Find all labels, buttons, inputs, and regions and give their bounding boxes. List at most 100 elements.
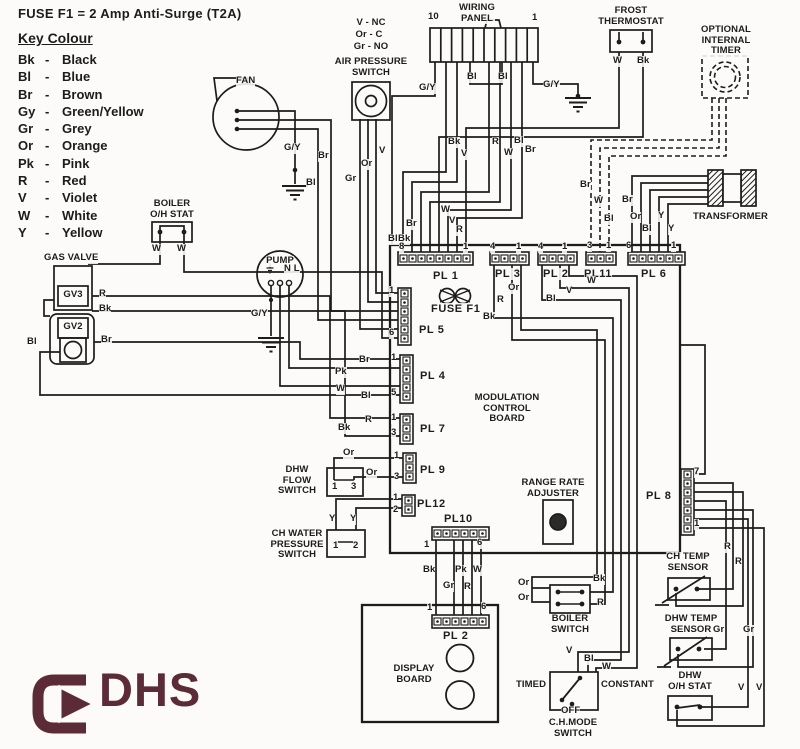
colour-key-entry: W-White xyxy=(18,207,98,223)
connector-pl3 xyxy=(489,251,530,266)
tm-bl-label: Bl xyxy=(604,213,614,225)
aps-v-label: V xyxy=(379,145,386,157)
component-outlines xyxy=(43,19,757,721)
w-pl4pk-label: Pk xyxy=(335,366,347,378)
bs-bk-label: Bk xyxy=(593,573,606,585)
pl7-n1-label: 1 xyxy=(391,412,397,424)
bs-r-label: R xyxy=(597,597,604,609)
bo-name-label: BOILER O/H STAT xyxy=(150,198,194,221)
w-pl3or-label: Or xyxy=(508,282,520,294)
connector-pl1 xyxy=(397,251,474,266)
gas-valve-icon xyxy=(43,265,95,365)
pl10-n6-label: 6 xyxy=(477,537,483,549)
w-pl4bl-label: Bl xyxy=(361,390,371,402)
p1-r-label: R xyxy=(456,224,463,236)
fuse-f1-icon xyxy=(438,287,472,305)
colour-key-entry: Br-Brown xyxy=(18,86,103,102)
dhw-flow-switch-icon xyxy=(326,467,364,497)
wp-gyl-label: G/Y xyxy=(419,82,436,94)
display-button xyxy=(445,643,475,673)
bs-or2-label: Or xyxy=(518,592,530,604)
frost-thermostat-icon xyxy=(609,29,653,53)
w-pl7r-label: R xyxy=(365,414,372,426)
pl10-n1-label: 1 xyxy=(424,539,430,551)
dts-gr2-label: Gr xyxy=(743,624,755,636)
colour-key-entry: Or-Orange xyxy=(18,138,108,154)
dhw-temp-sensor-icon xyxy=(657,636,713,668)
wp-bl2-label: Bl xyxy=(498,71,508,83)
connector-pl11 xyxy=(585,251,617,266)
pl3-n1-label: 1 xyxy=(516,241,522,253)
p1-v-label: V xyxy=(449,215,456,227)
aps-or-label: Or xyxy=(361,158,373,170)
fr-bk-label: Bk xyxy=(637,55,650,67)
bo-w1-label: W xyxy=(152,243,162,255)
colour-key-entry: Pk-Pink xyxy=(18,155,90,171)
w-pl2v-label: V xyxy=(566,285,573,297)
cts-r2-label: R xyxy=(735,556,742,568)
colour-key-entry: V-Violet xyxy=(18,190,98,206)
w-pl3bk-label: Bk xyxy=(483,311,496,323)
pl9-n1-label: 1 xyxy=(394,450,400,462)
wp-n10-label: 10 xyxy=(428,11,439,23)
pl2t-n1-label: 1 xyxy=(562,241,568,253)
pl6-label: PL 6 xyxy=(641,268,667,281)
pl7-label: PL 7 xyxy=(420,423,446,436)
pl9-label: PL 9 xyxy=(420,464,446,477)
p1-br-label: Br xyxy=(406,218,417,230)
timer-dashed-wires xyxy=(590,55,749,253)
fan-label: FAN xyxy=(236,75,256,87)
dhs-logo-text: DHS xyxy=(99,663,202,716)
colour-key-entry: R-Red xyxy=(18,173,87,189)
gv-br-label: Br xyxy=(101,334,112,346)
wp-bl1-label: Bl xyxy=(467,71,477,83)
pm-name-label: PUMP xyxy=(266,255,294,267)
dhs-arrow-icon xyxy=(32,674,98,734)
db-name-label: DISPLAY BOARD xyxy=(393,663,435,686)
connector-pl12 xyxy=(401,494,416,517)
tx-bl-label: Bl xyxy=(642,223,652,235)
cwps-n2-label: 2 xyxy=(353,540,359,552)
w-pl9or1-label: Or xyxy=(343,447,355,459)
w-pl3r-label: R xyxy=(497,294,504,306)
cwps-name-label: CH WATER PRESSURE SWITCH xyxy=(270,528,324,561)
cm-w-label: W xyxy=(602,661,612,673)
diagram-title: FUSE F1 = 2 Amp Anti-Surge (T2A) xyxy=(18,6,242,21)
range-rate-adjuster-icon xyxy=(542,499,574,545)
wp-r-label: R xyxy=(492,136,499,148)
ch-temp-sensor-icon xyxy=(655,575,711,606)
pl4-n1-label: 1 xyxy=(391,352,397,364)
colour-key-entry: Gy-Green/Yellow xyxy=(18,103,144,119)
colour-key-entry: Y-Yellow xyxy=(18,224,103,240)
pl5-n6-label: 6 xyxy=(389,327,395,339)
pl1-n8-label: 8 xyxy=(399,241,405,253)
fan-icon xyxy=(212,77,280,151)
aps-l2-label: Or - C xyxy=(355,29,383,41)
w-d-bk-label: Bk xyxy=(423,564,436,576)
fr-name-label: FROST THERMOSTAT xyxy=(598,5,664,28)
tx-name-label: TRANSFORMER xyxy=(693,211,768,223)
p1-bl-label: Bl xyxy=(388,233,398,245)
dos-v2-label: V xyxy=(756,682,763,694)
gv-bk-label: Bk xyxy=(99,303,112,315)
rra-name-label: RANGE RATE ADJUSTER xyxy=(521,477,585,500)
tm-name-label: OPTIONAL INTERNAL TIMER xyxy=(701,24,751,57)
cm-bl-label: Bl xyxy=(584,653,594,665)
pl2t-n4-label: 4 xyxy=(538,241,544,253)
pm-gy-label: G/Y xyxy=(251,308,268,320)
tx-y1-label: Y xyxy=(658,210,665,222)
connector-pl10 xyxy=(431,526,490,541)
display-button xyxy=(445,680,475,710)
pl3-n4-label: 4 xyxy=(490,241,496,253)
gv-bl-label: Bl xyxy=(27,336,37,348)
pl12-n1-label: 1 xyxy=(393,492,399,504)
cm-const-label: CONSTANT xyxy=(601,679,654,691)
connector-pl6 xyxy=(627,251,686,266)
dfs-n1-label: 1 xyxy=(332,481,338,493)
dos-name-label: DHW O/H STAT xyxy=(668,670,712,693)
w-d-pk-label: Pk xyxy=(455,564,467,576)
pl11-n1-label: 1 xyxy=(606,240,612,252)
dfs-name-label: DHW FLOW SWITCH xyxy=(277,464,317,497)
tm-br-label: Br xyxy=(580,179,591,191)
